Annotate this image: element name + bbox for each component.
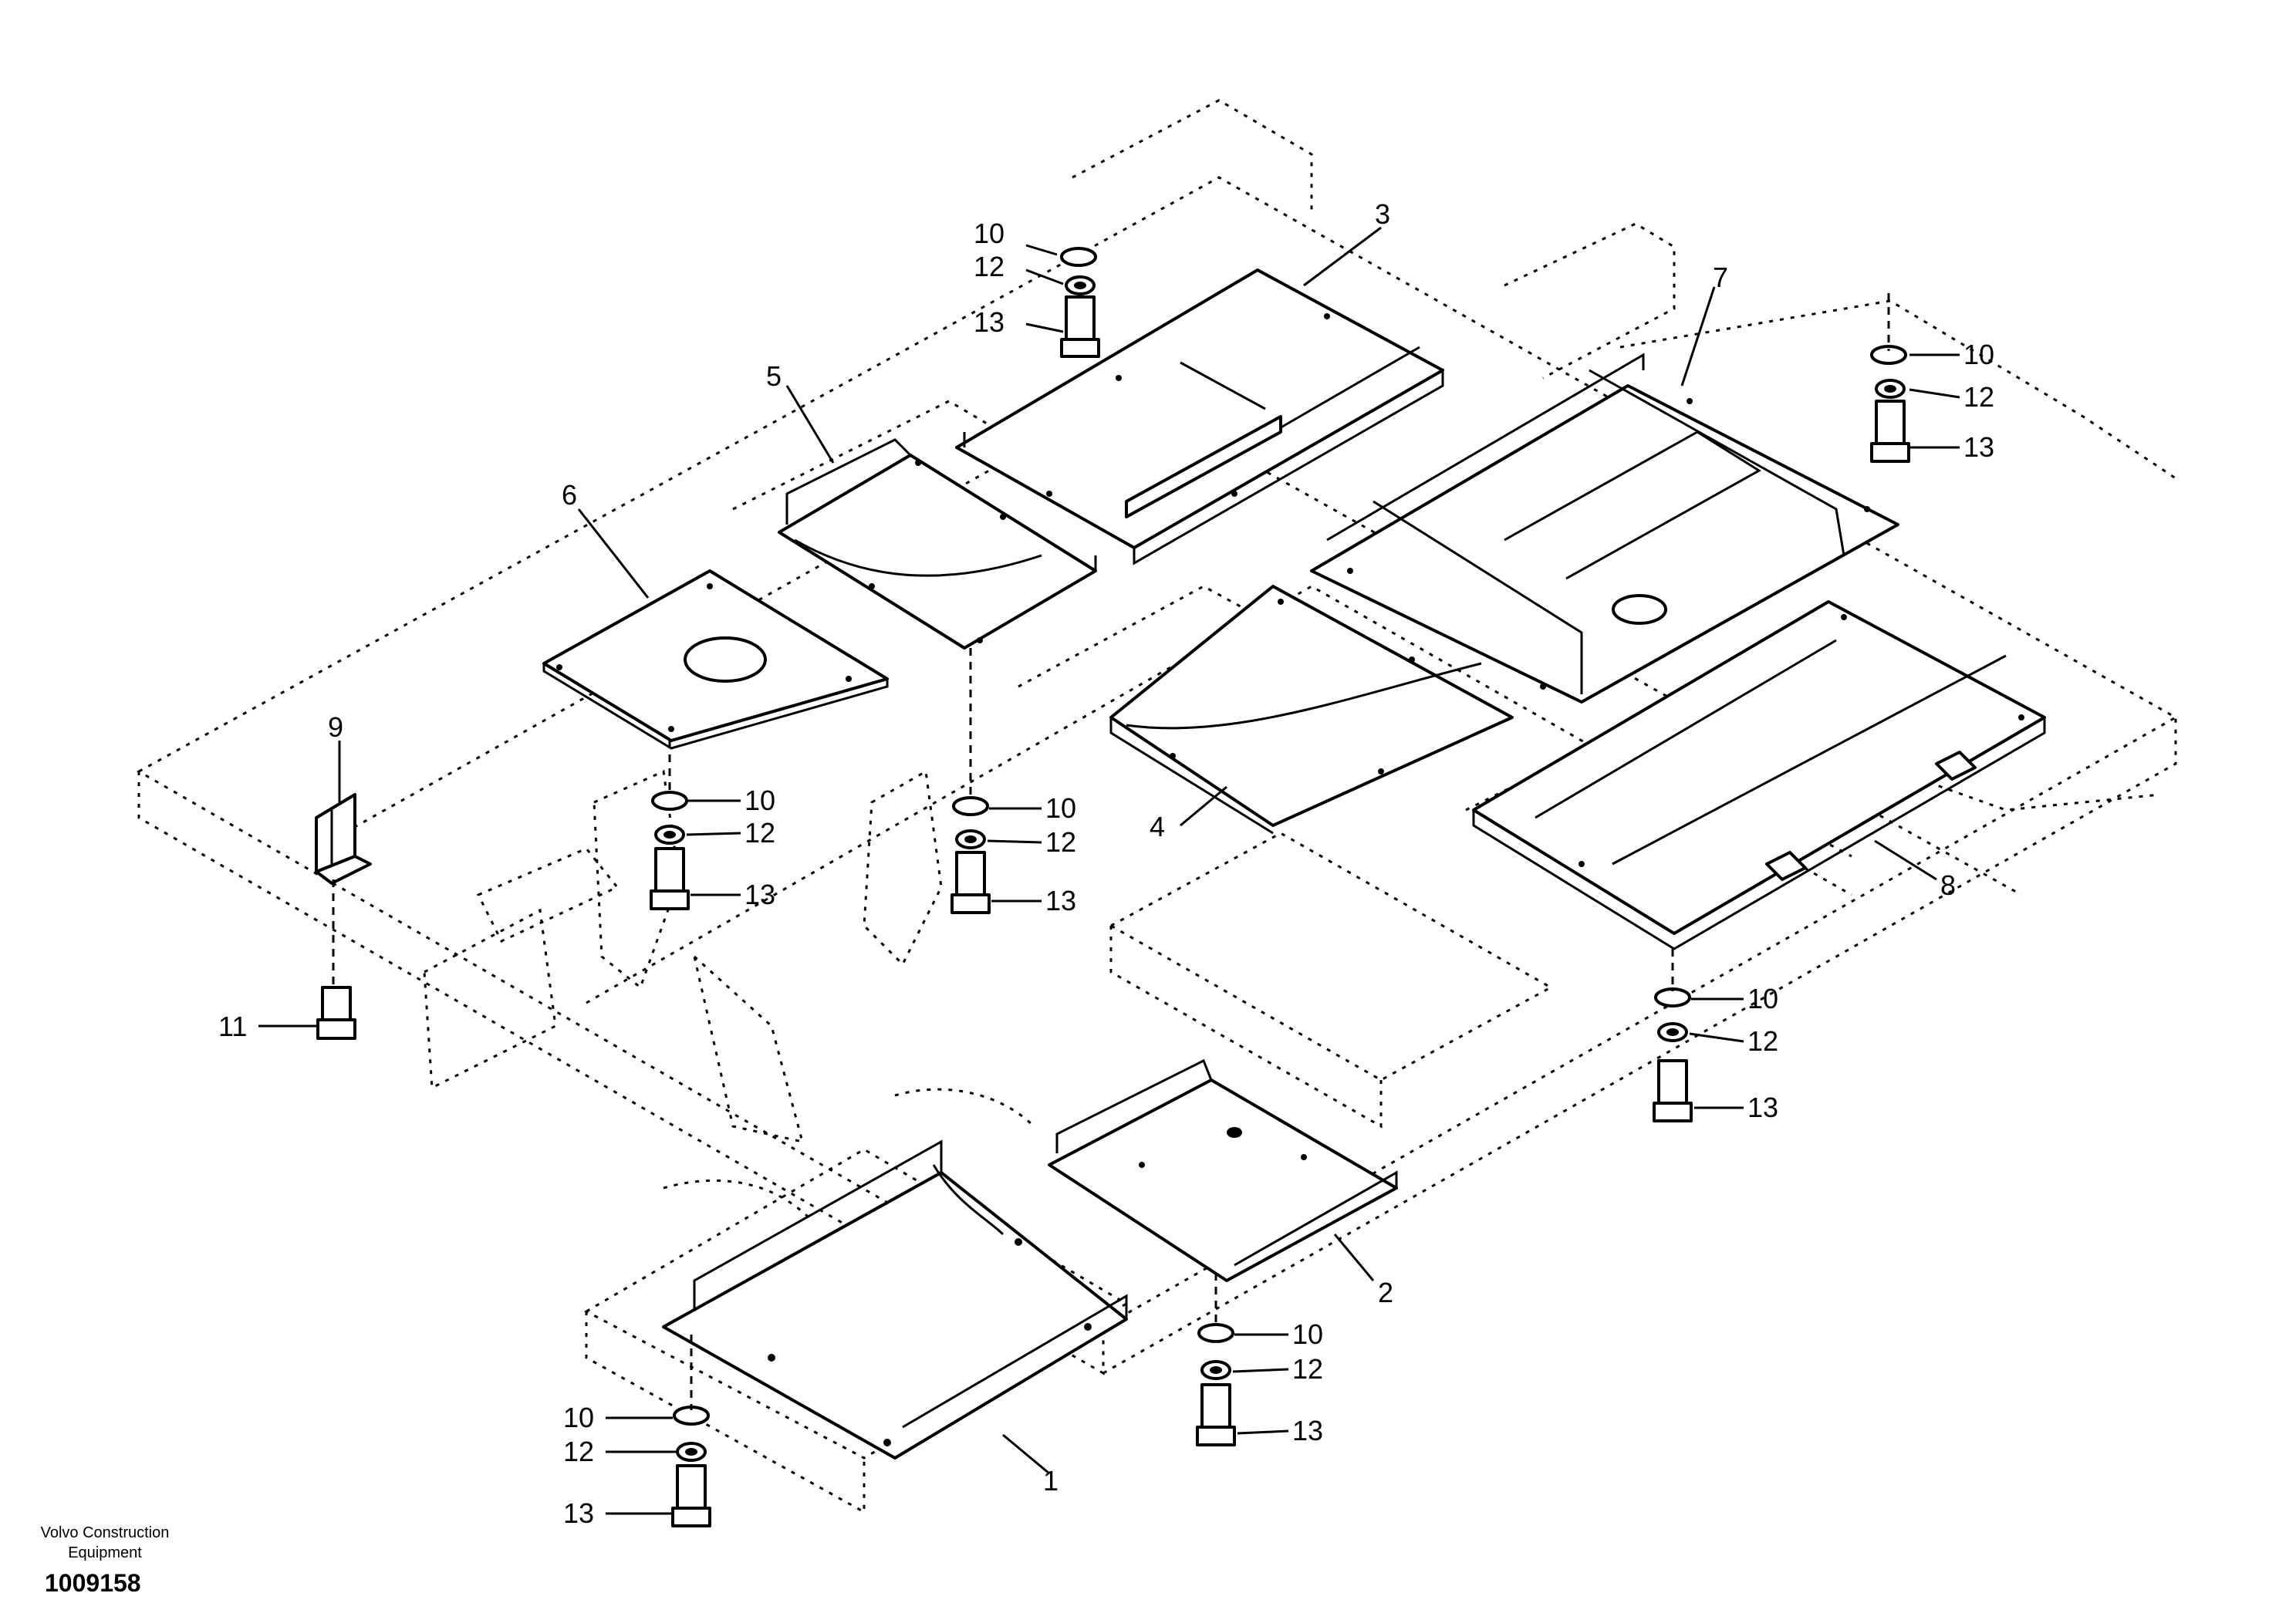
- callout-10: 10: [1045, 792, 1076, 824]
- callout-11: 11: [218, 1011, 247, 1042]
- brand-line-1: Volvo Construction: [40, 1524, 170, 1541]
- assembly-axes: [332, 293, 1890, 1410]
- callout-10: 10: [1963, 339, 1994, 370]
- callout-12: 12: [974, 251, 1004, 282]
- callout-8: 8: [1940, 869, 1956, 901]
- callout-13: 13: [974, 306, 1004, 338]
- callout-12: 12: [745, 817, 775, 849]
- callout-10: 10: [1292, 1318, 1323, 1350]
- part-9-bracket: [315, 793, 372, 885]
- callout-7: 7: [1713, 262, 1728, 293]
- part-callouts: 1 2 3 4 5 6 7 8 9 11 10 12 13 10 12 13 1…: [218, 198, 1994, 1529]
- callout-10: 10: [1747, 983, 1778, 1014]
- callout-10: 10: [745, 785, 775, 816]
- callout-9: 9: [328, 711, 343, 743]
- callout-10: 10: [563, 1402, 594, 1433]
- part-1-bottom-cover: [662, 1139, 1128, 1460]
- callout-1: 1: [1043, 1465, 1059, 1497]
- callout-13: 13: [1747, 1092, 1778, 1123]
- part-3-top-cover: [955, 268, 1444, 565]
- callout-2: 2: [1378, 1277, 1393, 1308]
- callout-13: 13: [745, 879, 775, 910]
- callout-10: 10: [974, 218, 1004, 249]
- callout-12: 12: [1292, 1353, 1323, 1385]
- callout-5: 5: [766, 360, 782, 392]
- brand-line-2: Equipment: [68, 1544, 142, 1561]
- callout-13: 13: [1045, 885, 1076, 916]
- leader-lines: [258, 226, 1960, 1515]
- part-8-hinged-cover: [1472, 600, 2046, 950]
- callout-13: 13: [1292, 1415, 1323, 1446]
- callout-3: 3: [1375, 198, 1390, 230]
- part-2-access-plate: [1048, 1058, 1398, 1282]
- part-6-plate-with-opening: [542, 569, 889, 750]
- manufacturer-label: Volvo Construction Equipment: [28, 1523, 182, 1563]
- part-7-frame-cover: [1310, 353, 1899, 704]
- callout-13: 13: [1963, 431, 1994, 463]
- part-5-frame-plate: [778, 438, 1097, 650]
- callout-12: 12: [563, 1436, 594, 1467]
- callout-12: 12: [1963, 381, 1994, 413]
- callout-13: 13: [563, 1497, 594, 1529]
- document-number: 1009158: [45, 1569, 141, 1597]
- callout-6: 6: [562, 479, 577, 511]
- fasteners: [316, 247, 1910, 1527]
- callout-4: 4: [1150, 811, 1165, 842]
- callout-12: 12: [1045, 826, 1076, 858]
- part-4-curved-cover: [1109, 585, 1514, 835]
- callout-12: 12: [1747, 1025, 1778, 1057]
